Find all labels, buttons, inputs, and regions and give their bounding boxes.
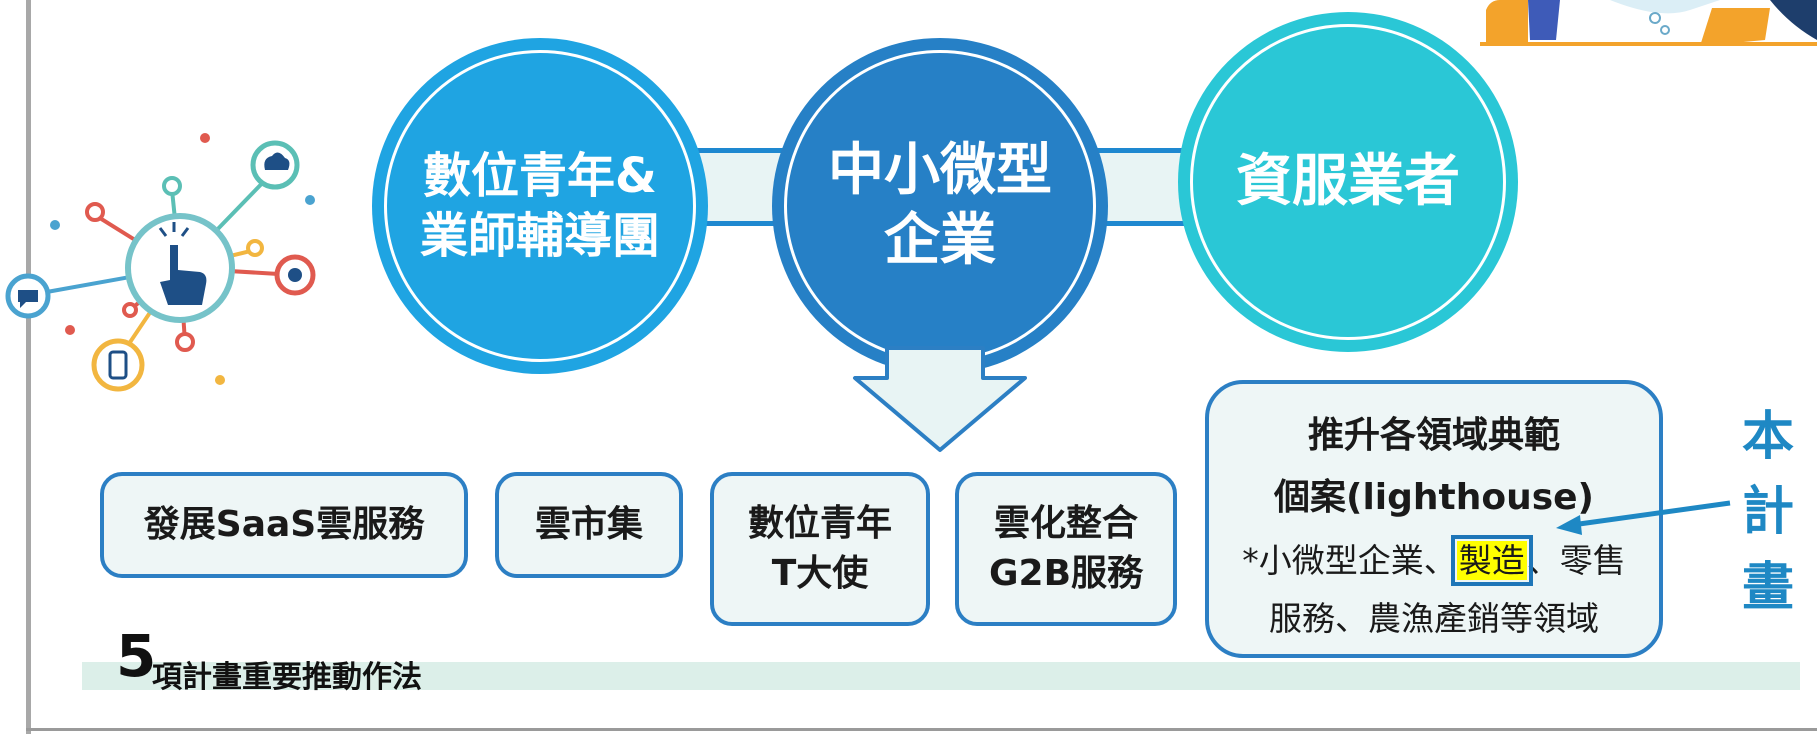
circle-ring [384,50,696,362]
box-label: 雲市集 [534,503,643,545]
circle-it-vendors: 資服業者 [1178,12,1518,352]
box-label: 雲化整合 G2B服務 [988,502,1144,594]
box-digital-youth: 數位青年 T大使 [710,472,930,626]
lighthouse-desc-suffix: 、零售 [1526,541,1626,580]
lighthouse-desc-line2: 服務、農漁產銷等領域 [1269,599,1599,638]
lighthouse-title-line1: 推升各領域典範 [1307,415,1560,456]
box-g2b-service: 雲化整合 G2B服務 [955,472,1177,626]
left-border [26,0,31,734]
box-cloud-market: 雲市集 [495,472,683,578]
circle-label: 資服業者 [1236,149,1460,214]
box-label: 發展SaaS雲服務 [143,503,425,545]
circle-ring [1190,24,1506,340]
box-lighthouse: 推升各領域典範 個案(lighthouse) *小微型企業、製造、零售 服務、農… [1205,380,1663,658]
circle-mentor-team: 數位青年& 業師輔導團 [372,38,708,374]
lighthouse-desc-line1: *小微型企業、製造、零售 [1209,534,1659,586]
lighthouse-highlight: 製造 [1450,535,1533,586]
box-saas-cloud: 發展SaaS雲服務 [100,472,468,578]
box-label: 數位青年 T大使 [747,502,892,594]
side-tag-this-project: 本 計 畫 [1741,407,1794,618]
footer-title: 項計畫重要推動作法 [152,660,422,695]
circle-label: 數位青年& 業師輔導團 [419,148,660,264]
network-icon [5,133,316,392]
lighthouse-desc-prefix: *小微型企業、 [1242,541,1457,580]
bottom-border [26,728,1817,731]
footer-number: 5 [116,622,157,690]
circle-label: 中小微型 企業 [828,138,1052,273]
circle-sme: 中小微型 企業 [772,38,1108,374]
footer-band [82,662,1800,690]
lighthouse-title-line2: 個案(lighthouse) [1273,477,1595,518]
